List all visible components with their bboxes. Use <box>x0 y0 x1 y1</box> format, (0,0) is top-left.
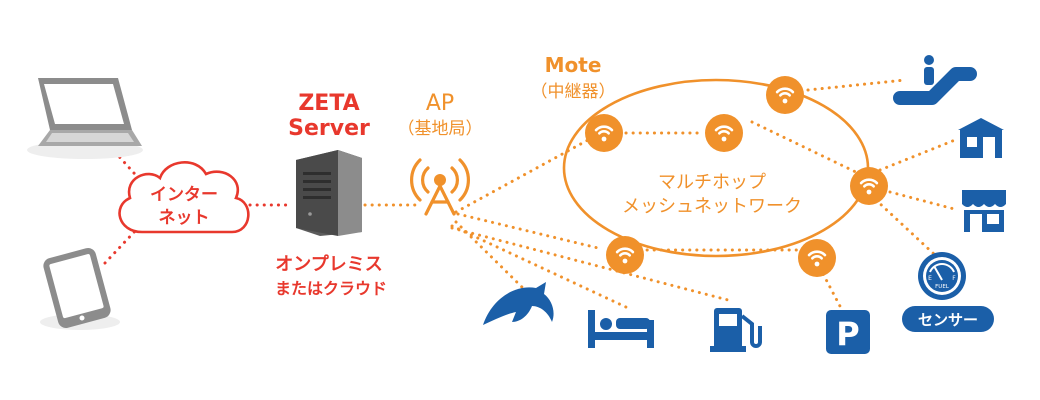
mesh-label-line1: マルチホップ <box>658 172 766 193</box>
mote-title: Mote <box>545 53 602 77</box>
mote-sub: （中継器） <box>531 82 616 102</box>
wifi-icon <box>705 114 743 152</box>
ap-sub: （基地局） <box>398 119 483 139</box>
gauge-f: F <box>952 275 956 282</box>
wifi-icon <box>766 76 804 114</box>
laptop-icon <box>27 78 143 159</box>
mote-nodes <box>585 76 888 277</box>
internet-label-line2: ネット <box>159 208 210 228</box>
server-title-line2: Server <box>288 116 370 141</box>
internet-label-line1: インター <box>150 185 218 205</box>
house-icon <box>958 118 1004 158</box>
escalator-icon <box>893 55 977 105</box>
wifi-icon <box>606 236 644 274</box>
parking-icon: P <box>826 310 870 354</box>
server-sub-line2: またはクラウド <box>275 279 387 298</box>
fuel-pump-icon <box>710 308 762 352</box>
server-title-line1: ZETA <box>298 91 359 116</box>
shop-icon <box>962 190 1006 232</box>
ap-title: AP <box>426 91 454 116</box>
mesh-ellipse <box>562 78 870 258</box>
server-sub-line1: オンプレミス <box>275 253 382 275</box>
dolphin-icon <box>483 282 554 325</box>
cloud-icon: インター ネット <box>118 161 250 234</box>
wifi-icon <box>850 167 888 205</box>
wifi-icon <box>798 239 836 277</box>
wifi-icon <box>585 114 623 152</box>
gauge-fuel: FUEL <box>935 284 950 290</box>
mesh-label-line2: メッシュネットワーク <box>622 196 802 217</box>
parking-letter: P <box>836 315 859 353</box>
bed-icon <box>588 310 654 348</box>
smartphone-icon <box>40 248 120 330</box>
gauge-e: E <box>928 275 932 282</box>
fuel-gauge-icon: E F FUEL <box>918 252 966 300</box>
sensor-label: センサー <box>918 311 978 329</box>
antenna-icon <box>410 158 470 216</box>
server-icon <box>296 150 362 236</box>
sensor-badge: センサー <box>902 306 994 332</box>
